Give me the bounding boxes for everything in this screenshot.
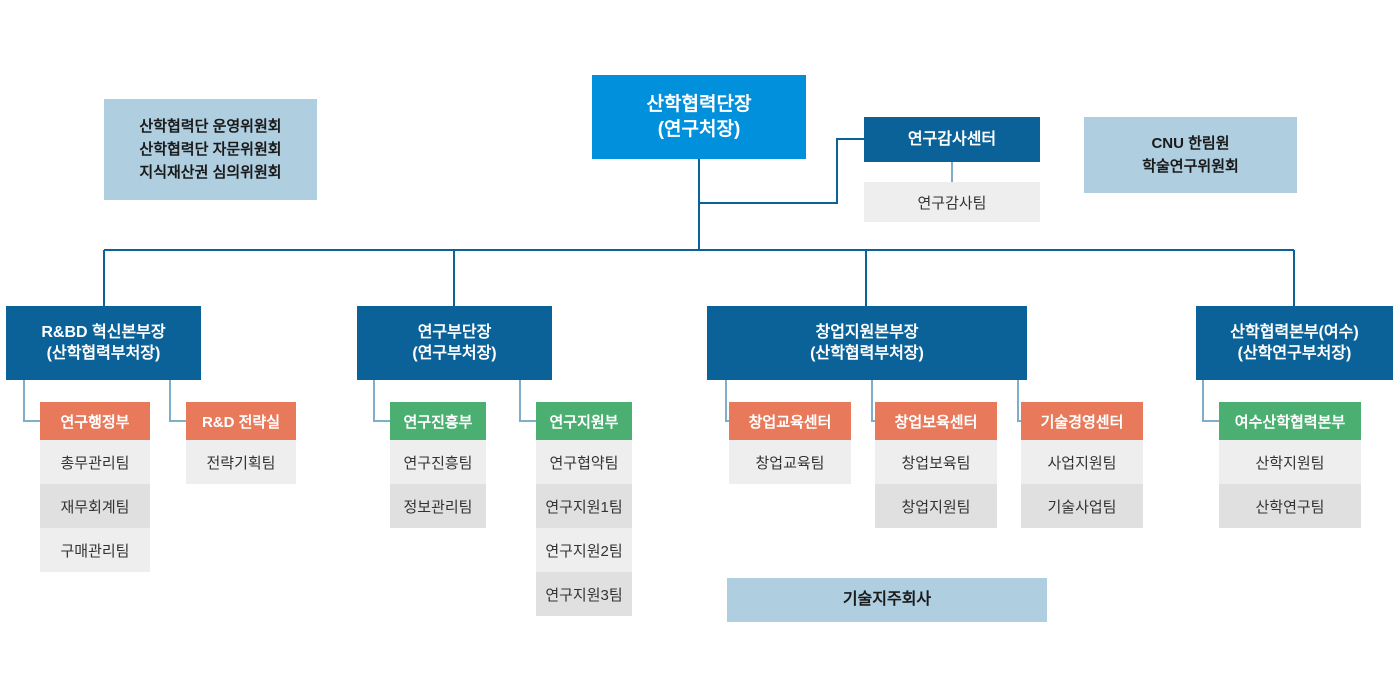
team-item[interactable]: 산학지원팀 <box>1219 440 1361 484</box>
team-item[interactable]: 연구협약팀 <box>536 440 632 484</box>
dept-rnd-strategy: R&D 전략실 전략기획팀 <box>186 402 296 484</box>
dept-startup-education-label: 창업교육센터 <box>748 413 832 431</box>
director-title-line1: 산학협력단장 <box>646 93 752 115</box>
dept-startup-incubation: 창업보육센터 창업보육팀 창업지원팀 <box>875 402 997 528</box>
division-research-line2: (연구부처장) <box>412 345 497 362</box>
team-label: 연구진흥팀 <box>403 454 473 472</box>
team-item[interactable]: 연구진흥팀 <box>390 440 486 484</box>
team-item[interactable]: 연구지원2팀 <box>536 528 632 572</box>
advisory-line-3: 지식재산권 심의위원회 <box>139 164 282 182</box>
dept-startup-education-header[interactable]: 창업교육센터 <box>729 402 851 440</box>
team-label: 연구지원1팀 <box>545 498 623 516</box>
dept-research-support-header[interactable]: 연구지원부 <box>536 402 632 440</box>
cnu-line-2: 학술연구위원회 <box>1142 158 1239 175</box>
dept-research-admin-header[interactable]: 연구행정부 <box>40 402 150 440</box>
dept-yeosu-cooperation: 여수산학협력본부 산학지원팀 산학연구팀 <box>1219 402 1361 528</box>
dept-research-support: 연구지원부 연구협약팀 연구지원1팀 연구지원2팀 연구지원3팀 <box>536 402 632 616</box>
team-label: 연구지원3팀 <box>545 586 623 604</box>
team-label: 총무관리팀 <box>60 454 130 472</box>
dept-startup-incubation-header[interactable]: 창업보육센터 <box>875 402 997 440</box>
dept-rnd-strategy-label: R&D 전략실 <box>201 413 281 431</box>
team-item[interactable]: 창업보육팀 <box>875 440 997 484</box>
dept-tech-management-label: 기술경영센터 <box>1040 413 1124 431</box>
dept-startup-incubation-label: 창업보육센터 <box>894 413 978 431</box>
dept-rnd-strategy-header[interactable]: R&D 전략실 <box>186 402 296 440</box>
dept-research-admin: 연구행정부 총무관리팀 재무회계팀 구매관리팀 <box>40 402 150 572</box>
team-item[interactable]: 연구지원1팀 <box>536 484 632 528</box>
division-yeosu-line2: (산학연구부처장) <box>1237 345 1352 362</box>
advisory-line-2: 산학협력단 자문위원회 <box>139 140 282 158</box>
team-label: 구매관리팀 <box>60 542 130 560</box>
team-item[interactable]: 정보관리팀 <box>390 484 486 528</box>
holding-company-label: 기술지주회사 <box>842 591 932 609</box>
cnu-line-1: CNU 한림원 <box>1151 134 1230 152</box>
team-audit[interactable]: 연구감사팀 <box>864 182 1040 222</box>
advisory-line-1: 산학협력단 운영위원회 <box>139 117 282 135</box>
team-label: 창업교육팀 <box>755 454 825 472</box>
dept-research-promotion-label: 연구진흥부 <box>403 413 473 431</box>
dept-yeosu-cooperation-header[interactable]: 여수산학협력본부 <box>1219 402 1361 440</box>
team-label: 전략기획팀 <box>206 454 276 472</box>
team-label: 정보관리팀 <box>403 498 473 516</box>
team-item[interactable]: 창업교육팀 <box>729 440 851 484</box>
node-division-rnbd[interactable]: R&BD 혁신본부장 (산학협력부처장) <box>6 306 201 380</box>
dept-tech-management: 기술경영센터 사업지원팀 기술사업팀 <box>1021 402 1143 528</box>
team-item[interactable]: 창업지원팀 <box>875 484 997 528</box>
team-label: 기술사업팀 <box>1047 498 1117 516</box>
node-holding-company[interactable]: 기술지주회사 <box>727 578 1047 622</box>
audit-center-label: 연구감사센터 <box>907 130 997 148</box>
team-label: 연구지원2팀 <box>545 542 623 560</box>
node-advisory-committees: 산학협력단 운영위원회 산학협력단 자문위원회 지식재산권 심의위원회 <box>104 99 317 200</box>
team-item[interactable]: 재무회계팀 <box>40 484 150 528</box>
dept-tech-management-header[interactable]: 기술경영센터 <box>1021 402 1143 440</box>
team-label: 창업지원팀 <box>901 498 971 516</box>
team-item[interactable]: 전략기획팀 <box>186 440 296 484</box>
team-audit-label: 연구감사팀 <box>917 194 987 212</box>
team-label: 창업보육팀 <box>901 454 971 472</box>
team-item[interactable]: 구매관리팀 <box>40 528 150 572</box>
team-label: 사업지원팀 <box>1047 454 1117 472</box>
division-rnbd-line2: (산학협력부처장) <box>46 345 161 362</box>
team-item[interactable]: 산학연구팀 <box>1219 484 1361 528</box>
node-division-startup[interactable]: 창업지원본부장 (산학협력부처장) <box>707 306 1027 380</box>
team-item[interactable]: 기술사업팀 <box>1021 484 1143 528</box>
node-audit-center[interactable]: 연구감사센터 <box>864 117 1040 162</box>
division-yeosu-line1: 산학협력본부(여수) <box>1230 323 1359 341</box>
dept-yeosu-cooperation-label: 여수산학협력본부 <box>1234 413 1346 431</box>
dept-research-admin-label: 연구행정부 <box>60 413 130 431</box>
team-item[interactable]: 총무관리팀 <box>40 440 150 484</box>
director-title-line2: (연구처장) <box>657 119 741 140</box>
node-director[interactable]: 산학협력단장 (연구처장) <box>592 75 806 159</box>
team-item[interactable]: 사업지원팀 <box>1021 440 1143 484</box>
team-label: 연구협약팀 <box>549 454 619 472</box>
division-startup-line2: (산학협력부처장) <box>810 345 924 362</box>
node-division-yeosu[interactable]: 산학협력본부(여수) (산학연구부처장) <box>1196 306 1393 380</box>
dept-research-promotion: 연구진흥부 연구진흥팀 정보관리팀 <box>390 402 486 528</box>
dept-research-promotion-header[interactable]: 연구진흥부 <box>390 402 486 440</box>
node-division-research[interactable]: 연구부단장 (연구부처장) <box>357 306 552 380</box>
team-label: 재무회계팀 <box>60 498 130 516</box>
division-startup-line1: 창업지원본부장 <box>815 323 919 341</box>
dept-startup-education: 창업교육센터 창업교육팀 <box>729 402 851 484</box>
node-cnu-academy: CNU 한림원 학술연구위원회 <box>1084 117 1297 193</box>
dept-research-support-label: 연구지원부 <box>549 413 619 431</box>
division-research-line1: 연구부단장 <box>417 323 492 341</box>
team-item[interactable]: 연구지원3팀 <box>536 572 632 616</box>
division-rnbd-line1: R&BD 혁신본부장 <box>41 323 166 341</box>
team-label: 산학지원팀 <box>1255 454 1325 472</box>
team-label: 산학연구팀 <box>1255 498 1325 516</box>
